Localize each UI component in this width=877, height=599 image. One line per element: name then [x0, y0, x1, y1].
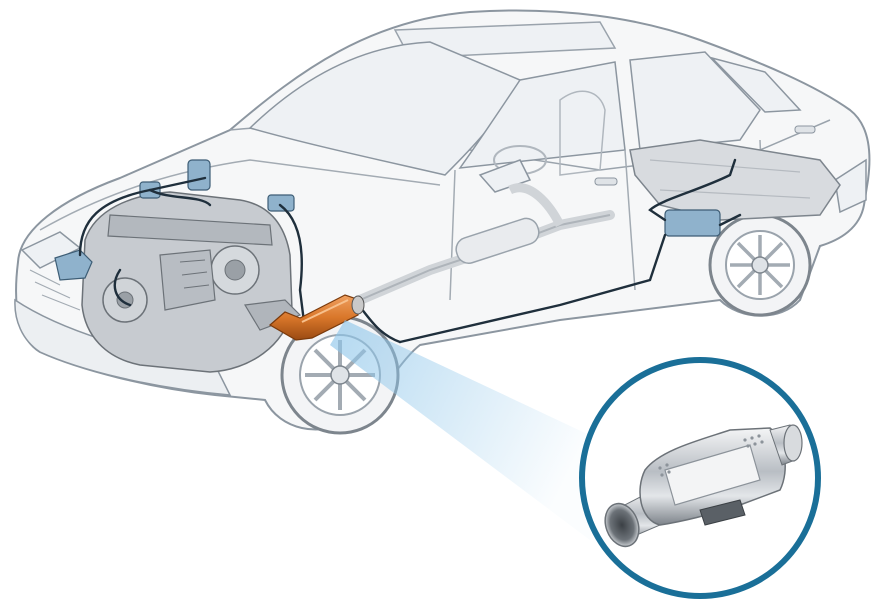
catalytic-converter-icon — [268, 294, 365, 341]
distributor-sensor — [187, 159, 211, 191]
manifold-sensor — [267, 194, 295, 212]
exhaust-system — [355, 183, 615, 305]
oxygen-sensor-icon — [54, 249, 93, 281]
front-door-handle — [594, 177, 618, 186]
front-seat — [559, 90, 606, 176]
rear-quarter-window — [709, 56, 802, 113]
tail-light — [834, 158, 867, 214]
rear-wheel — [708, 213, 812, 317]
engine-sensors — [54, 159, 721, 281]
wiring-harness — [78, 158, 742, 344]
grille — [29, 269, 81, 311]
rear-door-window — [629, 51, 761, 151]
exhaust-manifold — [244, 299, 302, 331]
muffler — [455, 217, 540, 264]
zoom-beam — [330, 320, 600, 540]
engine-icon — [81, 191, 302, 373]
rear-door-handle — [794, 125, 816, 134]
zoom-callout — [579, 357, 821, 599]
fuel-tank-icon — [629, 139, 841, 221]
catalytic-converter-closeup-icon — [604, 424, 803, 548]
tailpipe-rise — [507, 183, 565, 228]
fuel-vapor-canister — [664, 209, 721, 237]
